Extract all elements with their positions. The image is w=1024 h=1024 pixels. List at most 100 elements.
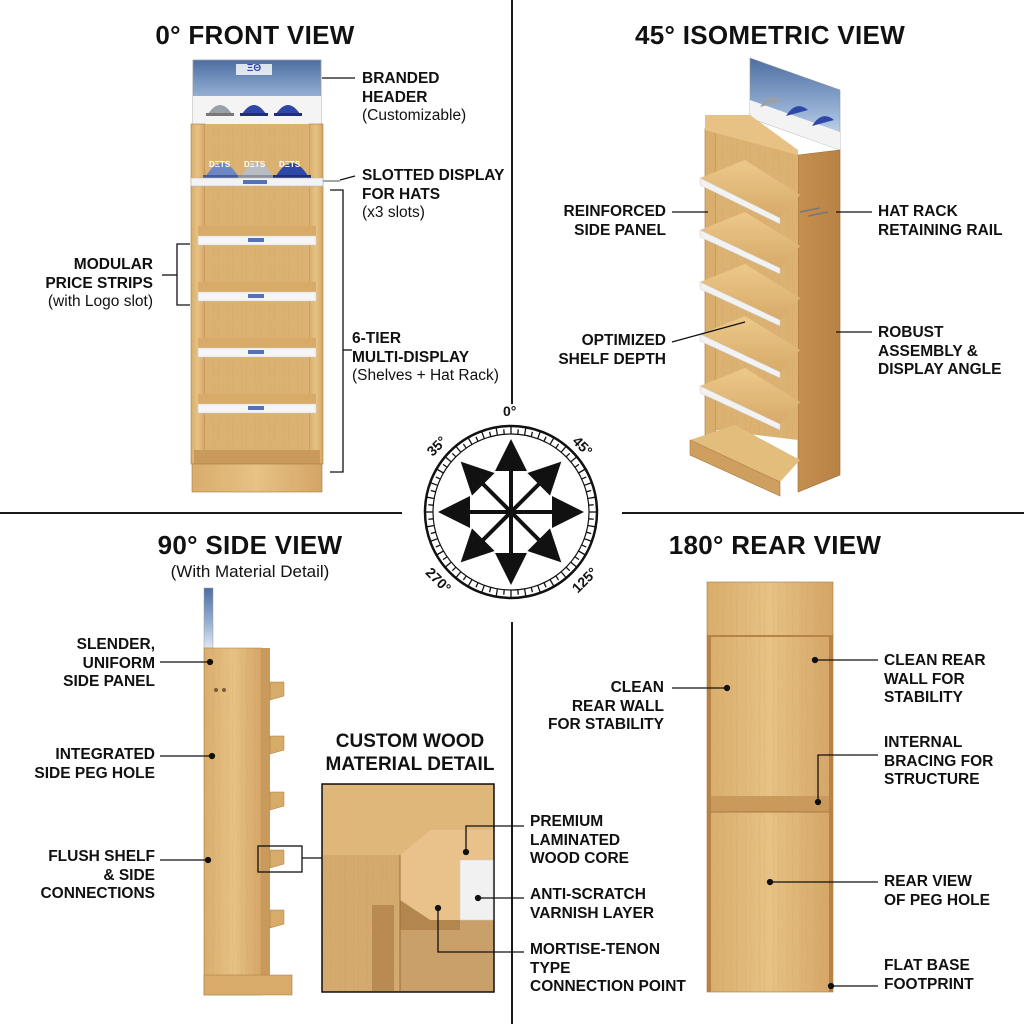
compass-tick	[455, 445, 462, 453]
material-leader-lines	[434, 825, 524, 953]
compass-tick	[429, 481, 438, 486]
compass-tick	[488, 587, 492, 593]
callout-six-tier: 6-TIER MULTI-DISPLAY (Shelves + Hat Rack…	[352, 330, 499, 384]
compass-tick	[565, 566, 571, 572]
callout-rear-clean-wall-right: CLEAN REAR WALL FOR STABILITY	[884, 652, 986, 706]
compass-label-top: 0°	[503, 403, 517, 419]
compass-tick	[451, 566, 457, 572]
compass-tick	[444, 561, 452, 568]
callout-flat-base: FLAT BASE FOOTPRINT	[884, 957, 974, 993]
rear-view-rack	[706, 581, 834, 993]
compass-tick	[523, 588, 527, 597]
side-detail-highlight	[257, 845, 303, 873]
front-cap-label-3: DΞTS	[279, 160, 301, 169]
compass-tick	[586, 489, 592, 493]
compass-tick	[560, 571, 567, 579]
compass-tick	[436, 468, 444, 474]
compass-tick	[565, 452, 571, 458]
compass-tick	[584, 481, 593, 486]
compass-tick	[530, 587, 534, 593]
front-view-title: 0° FRONT VIEW	[155, 20, 355, 50]
front-cap-label-1: DΞTS	[209, 160, 231, 169]
iso-header-caps	[760, 97, 834, 126]
front-header-logo-text: ΞΘ	[246, 63, 262, 74]
compass-tick	[430, 489, 436, 493]
divider-horizontal-right	[622, 512, 1024, 514]
callout-shelf-depth: OPTIMIZED SHELF DEPTH	[558, 332, 666, 368]
compass-tick	[467, 579, 473, 587]
front-shelves	[197, 226, 317, 414]
compass-tick	[560, 445, 567, 453]
rear-bracing	[707, 796, 833, 812]
iso-base	[689, 439, 781, 497]
compass-tick	[475, 582, 479, 588]
compass-tick	[435, 476, 441, 480]
callout-hat-rack-rail: HAT RACK RETAINING RAIL	[878, 203, 1003, 239]
compass-tick	[549, 437, 555, 445]
compass-tick	[581, 476, 587, 480]
compass-tick	[436, 550, 444, 556]
compass-arrows	[438, 439, 584, 585]
compass-tick	[442, 463, 448, 468]
compass-ticks	[425, 426, 597, 598]
compass-tick	[462, 443, 467, 449]
compass-tick	[586, 531, 592, 535]
callout-slender-side-panel: SLENDER, UNIFORM SIDE PANEL	[63, 636, 155, 690]
callout-robust-assembly: ROBUST ASSEMBLY & DISPLAY ANGLE	[878, 324, 1002, 378]
compass-tick	[451, 452, 457, 458]
callout-side-peg-hole: INTEGRATED SIDE PEG HOLE	[34, 746, 155, 782]
front-header-logo-plate	[236, 64, 272, 75]
compass-tick	[495, 427, 499, 436]
material-detail-title: CUSTOM WOOD MATERIAL DETAIL	[325, 731, 495, 775]
compass-tick	[581, 544, 587, 548]
front-cap-label-2: DΞTS	[244, 160, 266, 169]
compass-tick	[537, 585, 542, 594]
callout-flush-shelf: FLUSH SHELF & SIDE CONNECTIONS	[40, 848, 155, 902]
compass-tick	[555, 443, 560, 449]
front-hat-caps	[203, 163, 311, 180]
compass-tick	[429, 538, 438, 543]
compass-tick	[426, 524, 435, 528]
compass-tick	[543, 436, 547, 442]
compass-tick	[570, 456, 578, 463]
callout-rear-clean-wall-left: CLEAN REAR WALL FOR STABILITY	[548, 679, 664, 733]
divider-horizontal-left	[0, 512, 402, 514]
compass-tick	[462, 575, 467, 581]
iso-shelves	[699, 160, 800, 431]
side-shelf-stubs	[269, 681, 285, 929]
compass-tick	[475, 436, 479, 442]
compass-tick	[555, 575, 560, 581]
front-leader-lines	[162, 77, 356, 473]
divider-vertical-top	[511, 0, 513, 470]
compass-tick	[574, 463, 580, 468]
side-base	[203, 974, 293, 996]
compass-tick	[584, 538, 593, 543]
front-header-caps	[206, 105, 302, 116]
compass-tick	[430, 531, 436, 535]
compass-tick	[578, 550, 586, 556]
compass-tick	[587, 524, 596, 528]
iso-leader-lines	[671, 211, 872, 343]
side-header-edge	[203, 587, 214, 649]
callout-internal-bracing: INTERNAL BRACING FOR STRUCTURE	[884, 734, 994, 788]
iso-right-panel	[797, 149, 841, 493]
callout-varnish-layer: ANTI-SCRATCH VARNISH LAYER	[530, 886, 655, 922]
front-base	[191, 463, 323, 493]
rear-view-title: 180° REAR VIEW	[668, 530, 882, 560]
compass-tick	[455, 571, 462, 579]
callout-branded-header: BRANDED HEADER (Customizable)	[362, 70, 467, 124]
compass-tick	[467, 437, 473, 445]
material-detail-inset	[321, 783, 495, 993]
front-view-rack	[190, 59, 340, 493]
compass-tick	[574, 556, 580, 561]
compass-tick	[578, 468, 586, 474]
compass-tick	[543, 582, 547, 588]
callout-mortise-tenon: MORTISE-TENON TYPE CONNECTION POINT	[530, 941, 686, 995]
compass-tick	[480, 585, 485, 594]
side-view-subtitle: (With Material Detail)	[170, 562, 330, 581]
compass-tick	[549, 579, 555, 587]
iso-view-title: 45° ISOMETRIC VIEW	[634, 20, 906, 50]
compass-rose	[403, 404, 619, 620]
